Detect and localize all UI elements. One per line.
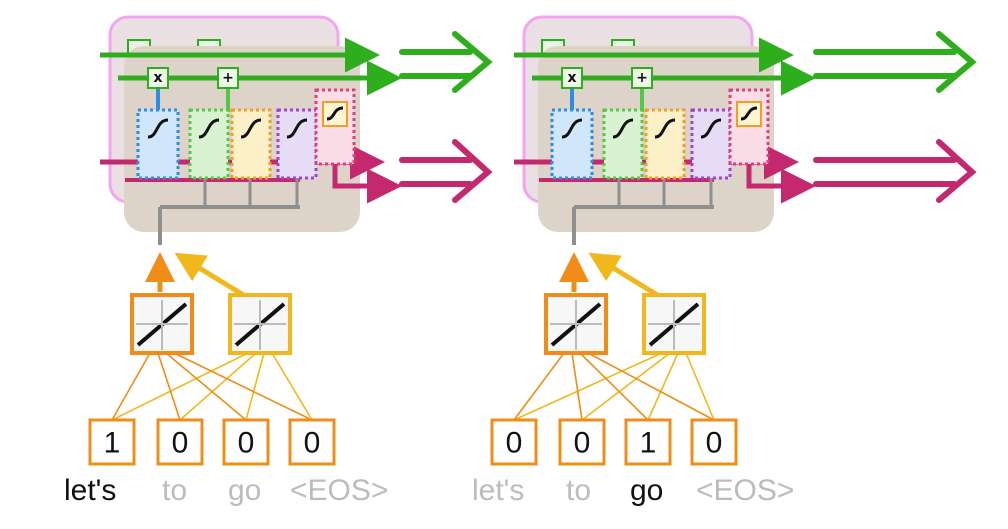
word-label: <EOS> [290, 474, 388, 507]
word-label: <EOS> [696, 474, 794, 507]
input-value: 1 [104, 427, 121, 460]
input-value: 0 [172, 427, 189, 460]
candidate-tanh [644, 108, 686, 180]
tanh-icon [654, 118, 676, 139]
tanh-icon [740, 106, 758, 121]
sigmoid-icon [286, 118, 308, 139]
add-gate [217, 67, 239, 89]
sigmoid-icon [700, 118, 722, 139]
input-value: 0 [706, 427, 723, 460]
input-value: 0 [304, 427, 321, 460]
multiply-gate [561, 67, 583, 89]
forget-gate-sigmoid [550, 108, 594, 180]
long-term-forward-arrow [399, 31, 493, 93]
one-hot-input: 1 0 0 0 [88, 418, 336, 466]
embedding-output-arrow [588, 252, 661, 299]
output-gate-sigmoid [690, 108, 732, 180]
add-gate-label: + [222, 70, 234, 86]
input-box [624, 418, 672, 466]
input-value: 0 [506, 427, 523, 460]
lstm-unit-2: x + [472, 15, 977, 507]
input-value: 0 [574, 427, 591, 460]
word-label: to [566, 474, 591, 507]
embedding-weights [513, 352, 715, 421]
tanh-icon [326, 106, 344, 121]
word-label: let's [472, 474, 524, 507]
input-gate-sigmoid [602, 108, 644, 180]
one-hot-input: 0 0 1 0 [490, 418, 738, 466]
multiply-gate [147, 67, 169, 89]
input-box [88, 418, 136, 466]
input-value: 0 [238, 427, 255, 460]
sigmoid-icon [612, 118, 634, 139]
lstm-unit-1: x + [64, 15, 493, 507]
forget-gate-sigmoid [136, 108, 180, 180]
embedding-weights [111, 352, 313, 421]
input-box [558, 418, 606, 466]
input-box [690, 418, 738, 466]
input-value: 1 [640, 427, 657, 460]
input-box [288, 418, 336, 466]
sigmoid-icon [198, 118, 220, 139]
input-box [156, 418, 204, 466]
input-box [490, 418, 538, 466]
tanh-icon [240, 118, 262, 139]
sigmoid-icon [561, 118, 583, 139]
input-gate-sigmoid [188, 108, 230, 180]
input-box [222, 418, 270, 466]
sigmoid-icon [147, 118, 169, 139]
short-term-forward-arrow [399, 139, 493, 203]
embedding-output-arrow [174, 252, 247, 299]
short-term-forward-arrow [813, 139, 977, 203]
candidate-tanh [230, 108, 272, 180]
multiply-gate-label: x [567, 70, 576, 86]
word-label: go [228, 474, 261, 507]
add-gate [631, 67, 653, 89]
long-term-forward-arrow [813, 31, 977, 93]
output-gate-sigmoid [276, 108, 318, 180]
add-gate-label: + [636, 70, 648, 86]
word-label: to [162, 474, 187, 507]
word-label: let's [64, 474, 116, 507]
word-label: go [630, 474, 663, 507]
multiply-gate-label: x [153, 70, 162, 86]
